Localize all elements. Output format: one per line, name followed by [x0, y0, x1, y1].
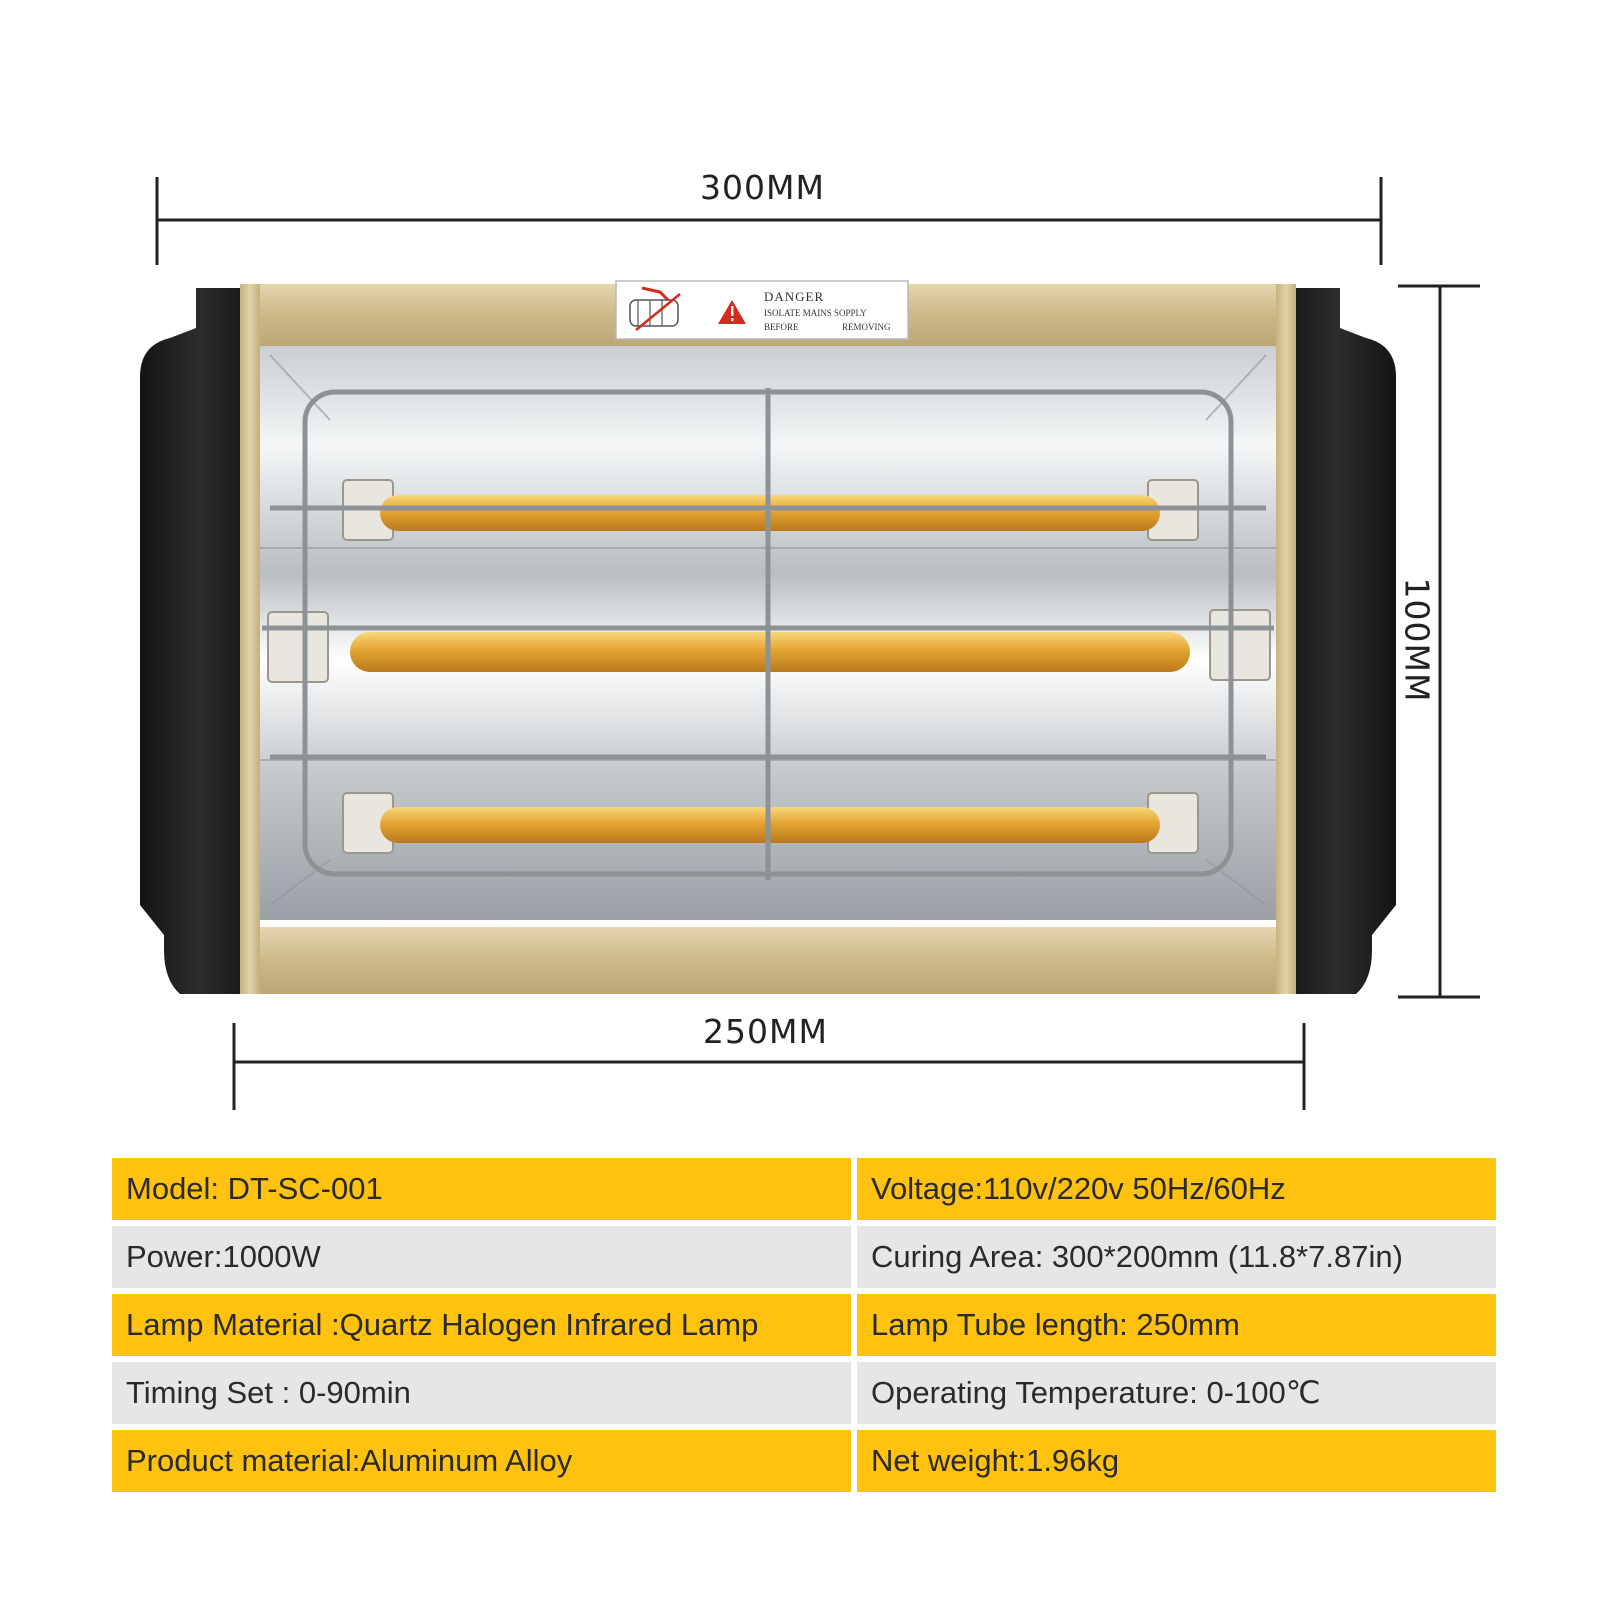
spec-model: Model: DT-SC-001 [112, 1158, 851, 1220]
width-dimension-label: 300MM [700, 168, 825, 207]
no-touch-lamp-icon [629, 286, 681, 331]
sticker-line2-right: REMOVING [842, 322, 891, 332]
dimension-width [155, 177, 1383, 265]
spec-row: Power:1000W Curing Area: 300*200mm (11.8… [112, 1226, 1496, 1288]
spec-power: Power:1000W [112, 1226, 851, 1288]
product-illustration: DANGER ISOLATE MAINS SOPPLY BEFORE REMOV… [140, 177, 1480, 1110]
spec-product-material: Product material:Aluminum Alloy [112, 1430, 851, 1492]
dimension-tube [232, 1023, 1306, 1110]
dimension-height [1398, 284, 1480, 999]
spec-row: Product material:Aluminum Alloy Net weig… [112, 1430, 1496, 1492]
warning-sticker: DANGER ISOLATE MAINS SOPPLY BEFORE REMOV… [615, 280, 909, 340]
sticker-line2-left: BEFORE [764, 322, 799, 332]
spec-timing: Timing Set : 0-90min [112, 1362, 851, 1424]
sticker-line1: ISOLATE MAINS SOPPLY [764, 308, 867, 318]
left-housing [140, 288, 258, 994]
height-dimension-label: 100MM [1397, 577, 1437, 703]
spec-tube-length: Lamp Tube length: 250mm [857, 1294, 1496, 1356]
right-housing [1278, 288, 1396, 994]
warning-triangle-icon [718, 300, 746, 324]
spec-net-weight: Net weight:1.96kg [857, 1430, 1496, 1492]
tube-dimension-label: 250MM [703, 1012, 828, 1051]
spec-row: Model: DT-SC-001 Voltage:110v/220v 50Hz/… [112, 1158, 1496, 1220]
frame-right-post [1276, 284, 1296, 994]
spec-lamp-material: Lamp Material :Quartz Halogen Infrared L… [112, 1294, 851, 1356]
frame-bottom-rail [240, 927, 1296, 994]
sticker-title: DANGER [764, 289, 824, 304]
spec-operating-temp: Operating Temperature: 0-100℃ [857, 1362, 1496, 1424]
frame-left-post [240, 284, 260, 994]
spec-curing-area: Curing Area: 300*200mm (11.8*7.87in) [857, 1226, 1496, 1288]
spec-row: Timing Set : 0-90min Operating Temperatu… [112, 1362, 1496, 1424]
spec-voltage: Voltage:110v/220v 50Hz/60Hz [857, 1158, 1496, 1220]
wire-guard [262, 388, 1274, 880]
spec-row: Lamp Material :Quartz Halogen Infrared L… [112, 1294, 1496, 1356]
spec-table: Model: DT-SC-001 Voltage:110v/220v 50Hz/… [112, 1158, 1496, 1498]
